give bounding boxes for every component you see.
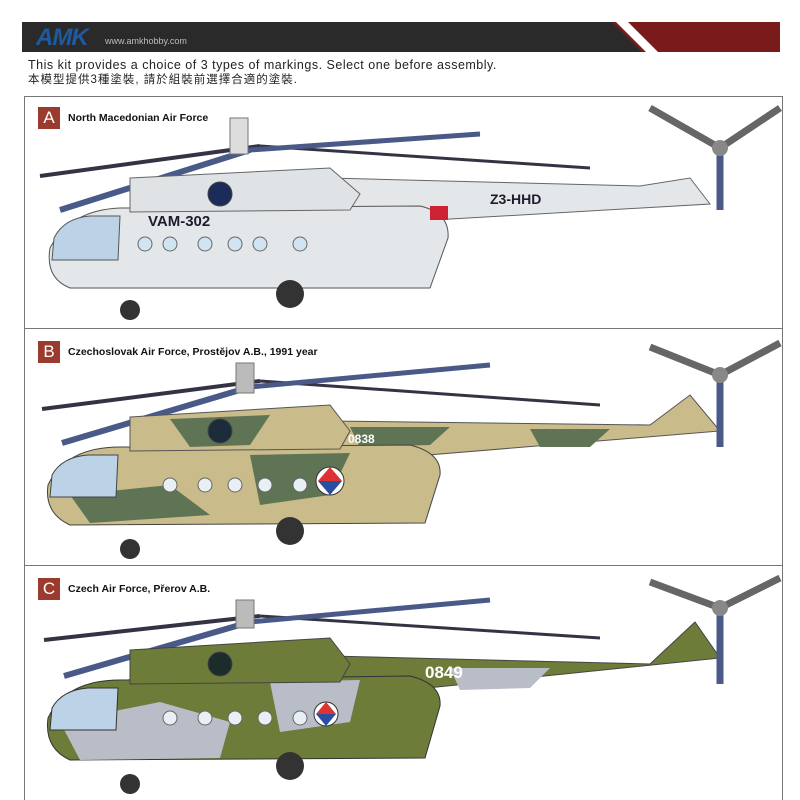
tail-flag bbox=[430, 206, 448, 220]
marking-c-title: Czech Air Force, Přerov A.B. bbox=[68, 583, 211, 595]
divider-bc bbox=[24, 565, 782, 566]
marking-c-badge: C bbox=[38, 578, 60, 600]
intro-chinese: 本模型提供3種塗裝, 請於組裝前選擇合適的塗裝. bbox=[28, 74, 298, 86]
marking-a-code-side: VAM-302 bbox=[148, 213, 210, 230]
helicopter-a: VAM-302 Z3-HHD bbox=[39, 104, 782, 320]
marking-a-title: North Macedonian Air Force bbox=[68, 112, 209, 124]
amk-logo: AMK bbox=[36, 24, 89, 51]
marking-a-label: A North Macedonian Air Force bbox=[38, 107, 208, 129]
header-graphic bbox=[22, 22, 780, 52]
marking-a-badge: A bbox=[38, 107, 60, 129]
marking-b-label: B Czechoslovak Air Force, Prostějov A.B.… bbox=[38, 341, 318, 363]
intro-english: This kit provides a choice of 3 types of… bbox=[28, 58, 497, 72]
marking-c-code: 0849 bbox=[425, 663, 463, 682]
markings-frame bbox=[24, 96, 783, 800]
divider-ab bbox=[24, 328, 782, 329]
helicopter-c: 0849 bbox=[43, 574, 782, 794]
marking-b-code: 0838 bbox=[348, 432, 375, 446]
marking-a-code-boom: Z3-HHD bbox=[490, 191, 541, 207]
website-url: www.amkhobby.com bbox=[105, 36, 187, 46]
divider-top bbox=[24, 96, 782, 97]
marking-c-label: C Czech Air Force, Přerov A.B. bbox=[38, 578, 210, 600]
marking-b-badge: B bbox=[38, 341, 60, 363]
marking-b-title: Czechoslovak Air Force, Prostějov A.B., … bbox=[68, 346, 318, 358]
intro-text: This kit provides a choice of 3 types of… bbox=[28, 58, 788, 87]
header-band: AMK www.amkhobby.com bbox=[0, 0, 800, 60]
helicopter-b: 0838 bbox=[41, 339, 782, 559]
